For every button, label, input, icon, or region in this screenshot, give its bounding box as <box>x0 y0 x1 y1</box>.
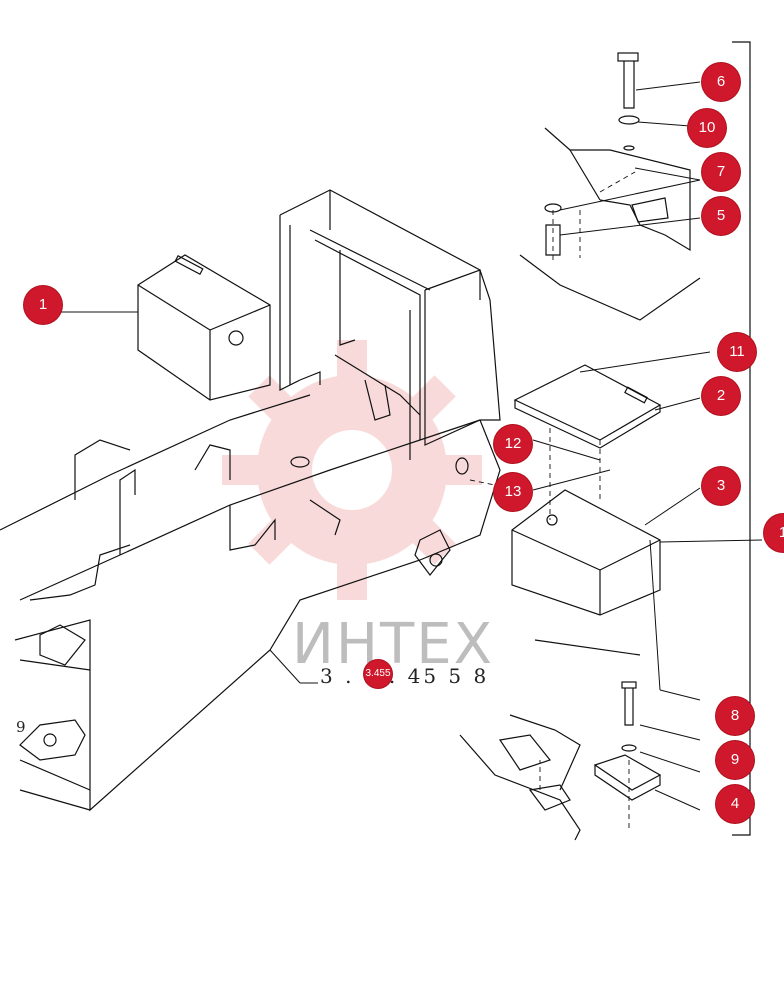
callout-13[interactable]: 13 <box>494 473 532 511</box>
group-bracket-line <box>732 41 751 836</box>
edge-label: 9 <box>16 718 26 736</box>
cover-plate <box>513 364 662 449</box>
callout-2[interactable]: 2 <box>702 377 740 415</box>
watermark-text: ИНТЕХ <box>292 612 494 677</box>
callout-7[interactable]: 7 <box>702 153 740 191</box>
callout-5[interactable]: 5 <box>702 197 740 235</box>
main-frame <box>0 189 501 812</box>
leader-lines <box>60 81 763 811</box>
callout-1[interactable]: 1 <box>24 286 62 324</box>
top-detail <box>519 52 701 321</box>
callout-3[interactable]: 3 <box>702 467 740 505</box>
bottom-detail <box>459 681 662 841</box>
dashed-guides <box>469 171 636 830</box>
callout-10[interactable]: 10 <box>688 109 726 147</box>
reference-badge[interactable]: 3.455 <box>364 660 392 688</box>
callout-1b[interactable]: 1 <box>764 514 784 552</box>
callout-12[interactable]: 12 <box>494 425 532 463</box>
reference-code: 3 . 3 . 45 5 8 <box>320 664 490 688</box>
callout-11[interactable]: 11 <box>718 333 756 371</box>
watermark-gear-inner <box>312 430 392 510</box>
callout-8[interactable]: 8 <box>716 697 754 735</box>
callout-6[interactable]: 6 <box>702 63 740 101</box>
battery-box-assembly <box>137 254 271 401</box>
callout-9[interactable]: 9 <box>716 741 754 779</box>
battery-tray <box>511 489 661 656</box>
callout-4[interactable]: 4 <box>716 785 754 823</box>
